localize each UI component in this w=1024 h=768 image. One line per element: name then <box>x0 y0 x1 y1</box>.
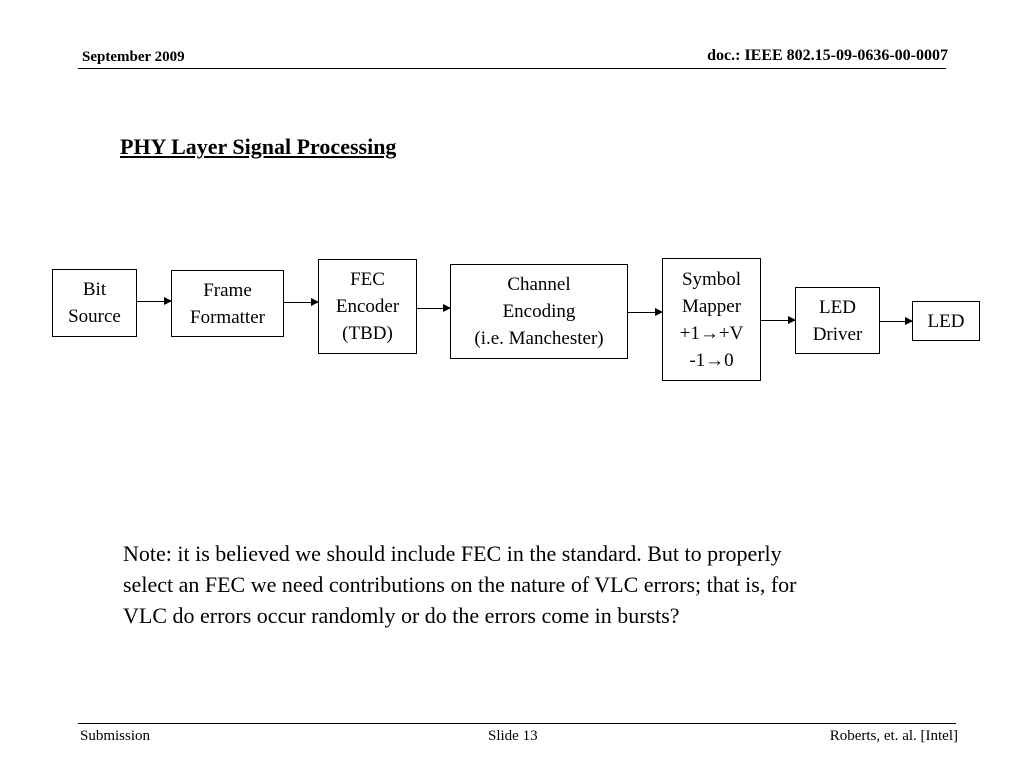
block-bit-source-line: Source <box>68 306 121 327</box>
block-channel-encoding-line: Channel <box>507 274 571 295</box>
block-frame-formatter-line: Frame <box>203 279 252 301</box>
block-bit-source-line: Bit <box>82 279 107 300</box>
footer-authors: Roberts, et. al. [Intel] <box>829 728 958 744</box>
block-led-line: LED <box>927 310 965 332</box>
block-frame-formatter: Frame Formatter <box>171 270 284 337</box>
header-rule <box>78 68 946 69</box>
slide-title: PHY Layer Signal Processing <box>120 134 397 159</box>
block-led-driver-line: Driver <box>812 323 863 345</box>
arrow-frame-formatter-to-fec-encoder <box>284 298 319 306</box>
block-bit-source: Bit Source <box>52 269 137 337</box>
arrow-symbol-mapper-to-led-driver <box>761 316 796 324</box>
block-symbol-mapper-line: -1→0 <box>689 349 734 371</box>
note-line: select an FEC we need contributions on t… <box>123 572 797 597</box>
block-fec-encoder-line: FEC <box>350 269 385 290</box>
block-fec-encoder-line: (TBD) <box>342 323 393 344</box>
block-channel-encoding-line: Encoding <box>502 301 576 322</box>
block-fec-encoder: FEC Encoder (TBD) <box>318 259 417 354</box>
footer-slide-number: Slide 13 <box>488 728 538 744</box>
block-led-driver: LED Driver <box>795 287 880 354</box>
arrow-bit-source-to-frame-formatter <box>137 297 172 305</box>
arrow-led-driver-to-led <box>880 317 913 325</box>
arrow-channel-encoding-to-symbol-mapper <box>628 308 663 316</box>
note-text: Note: it is believed we should include F… <box>123 538 943 631</box>
block-fec-encoder-line: Encoder <box>335 296 400 317</box>
footer-submission: Submission <box>80 728 151 744</box>
block-symbol-mapper-line: Symbol <box>681 268 742 290</box>
block-led: LED <box>912 301 980 341</box>
block-symbol-mapper: Symbol Mapper +1→+V -1→0 <box>662 258 761 381</box>
header-doc-id: doc.: IEEE 802.15-09-0636-00-0007 <box>707 47 948 64</box>
arrow-fec-encoder-to-channel-encoding <box>417 304 451 312</box>
block-symbol-mapper-line: Mapper <box>681 295 742 317</box>
block-led-driver-line: LED <box>819 296 856 318</box>
block-channel-encoding-line: (i.e. Manchester) <box>474 328 604 349</box>
block-channel-encoding: Channel Encoding (i.e. Manchester) <box>450 264 628 359</box>
note-line: VLC do errors occur randomly or do the e… <box>123 603 680 628</box>
note-line: Note: it is believed we should include F… <box>123 541 782 566</box>
block-symbol-mapper-line: +1→+V <box>679 322 744 344</box>
header-date: September 2009 <box>82 49 185 65</box>
footer-rule <box>78 723 956 724</box>
block-frame-formatter-line: Formatter <box>190 306 265 328</box>
